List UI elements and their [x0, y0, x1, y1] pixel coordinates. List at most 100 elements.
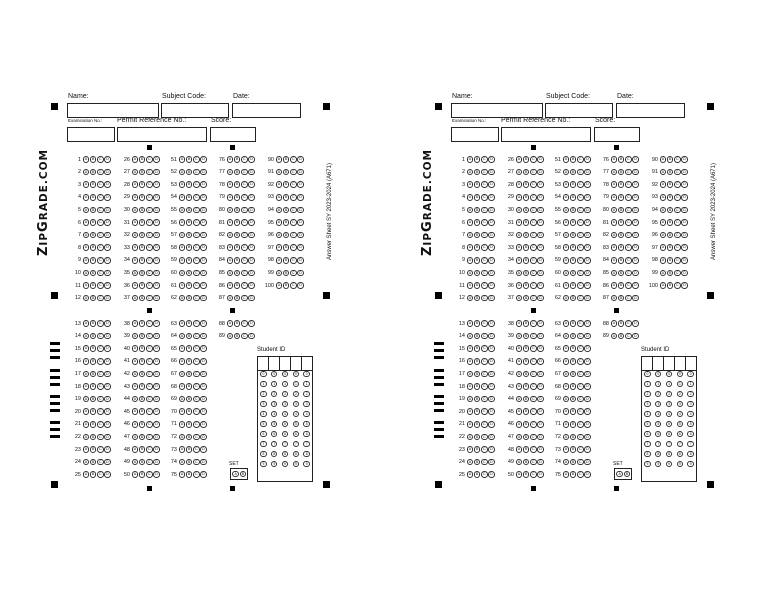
examination-no-field[interactable] — [67, 127, 115, 142]
answer-bubble[interactable]: A — [610, 231, 618, 239]
answer-bubble[interactable]: A — [178, 370, 186, 378]
answer-bubble[interactable]: D — [537, 383, 544, 390]
answer-bubble[interactable]: A — [82, 294, 90, 302]
answer-bubble[interactable]: C — [576, 282, 584, 289]
answer-bubble[interactable]: B — [522, 332, 530, 340]
answer-bubble[interactable]: B — [522, 446, 530, 453]
answer-bubble[interactable]: A — [515, 168, 523, 176]
answer-bubble[interactable]: C — [96, 345, 104, 352]
answer-bubble[interactable]: B — [233, 181, 241, 188]
student-id-bubble[interactable]: 8 — [655, 450, 662, 458]
student-id-bubble[interactable]: 8 — [303, 450, 310, 458]
student-id-bubble[interactable]: 9 — [271, 460, 278, 468]
answer-bubble[interactable]: B — [138, 345, 146, 352]
student-id-bubble[interactable]: 0 — [655, 371, 662, 378]
student-id-bubble[interactable]: 4 — [271, 410, 278, 418]
answer-bubble[interactable]: D — [537, 458, 544, 466]
answer-bubble[interactable]: A — [226, 294, 234, 302]
answer-bubble[interactable]: D — [200, 181, 207, 188]
student-id-digit-box[interactable] — [291, 357, 302, 370]
answer-bubble[interactable]: B — [185, 383, 193, 390]
answer-bubble[interactable]: B — [233, 257, 241, 264]
student-id-bubble[interactable]: 9 — [281, 460, 289, 468]
answer-bubble[interactable]: B — [138, 408, 146, 415]
answer-bubble[interactable]: C — [192, 194, 200, 201]
answer-bubble[interactable]: A — [131, 358, 139, 365]
answer-bubble[interactable]: B — [473, 370, 481, 378]
answer-bubble[interactable]: A — [131, 168, 139, 176]
answer-bubble[interactable]: A — [562, 257, 570, 264]
answer-bubble[interactable]: A — [178, 408, 186, 415]
student-id-bubble[interactable]: 5 — [303, 420, 310, 428]
answer-bubble[interactable]: D — [200, 358, 207, 365]
answer-bubble[interactable]: C — [289, 282, 297, 289]
answer-bubble[interactable]: B — [282, 168, 290, 176]
answer-bubble[interactable]: C — [145, 294, 153, 302]
answer-bubble[interactable]: C — [576, 156, 584, 163]
answer-bubble[interactable]: A — [82, 421, 90, 428]
answer-bubble[interactable]: D — [537, 282, 544, 289]
answer-bubble[interactable]: D — [488, 383, 495, 390]
answer-bubble[interactable]: C — [673, 206, 681, 214]
examination-no-field[interactable] — [451, 127, 499, 142]
answer-bubble[interactable]: B — [89, 257, 97, 264]
answer-bubble[interactable]: C — [289, 231, 297, 239]
answer-bubble[interactable]: A — [466, 282, 474, 289]
answer-bubble[interactable]: C — [192, 332, 200, 340]
answer-bubble[interactable]: D — [104, 282, 111, 289]
answer-bubble[interactable]: D — [297, 231, 304, 239]
answer-bubble[interactable]: C — [240, 294, 248, 302]
answer-bubble[interactable]: A — [659, 194, 667, 201]
answer-bubble[interactable]: B — [522, 433, 530, 441]
answer-bubble[interactable]: C — [96, 320, 104, 327]
student-id-bubble[interactable]: 1 — [292, 380, 300, 388]
answer-bubble[interactable]: A — [226, 320, 234, 327]
subject-code-field[interactable] — [545, 103, 613, 118]
student-id-bubble[interactable]: 9 — [676, 460, 684, 468]
student-id-bubble[interactable]: 9 — [655, 460, 662, 468]
answer-bubble[interactable]: B — [185, 194, 193, 201]
answer-bubble[interactable]: B — [233, 206, 241, 214]
answer-bubble[interactable]: B — [138, 358, 146, 365]
answer-bubble[interactable]: D — [104, 358, 111, 365]
answer-bubble[interactable]: C — [96, 219, 104, 226]
answer-bubble[interactable]: C — [480, 206, 488, 214]
answer-bubble[interactable]: A — [659, 168, 667, 176]
date-field[interactable] — [232, 103, 301, 118]
answer-bubble[interactable]: A — [562, 244, 570, 251]
answer-bubble[interactable]: B — [138, 370, 146, 378]
answer-bubble[interactable]: B — [569, 320, 577, 327]
answer-bubble[interactable]: D — [104, 181, 111, 188]
answer-bubble[interactable]: B — [89, 358, 97, 365]
answer-bubble[interactable]: B — [666, 231, 674, 239]
answer-bubble[interactable]: D — [104, 471, 111, 478]
answer-bubble[interactable]: D — [297, 257, 304, 264]
answer-bubble[interactable]: C — [96, 408, 104, 415]
answer-bubble[interactable]: D — [153, 408, 160, 415]
answer-bubble[interactable]: C — [192, 156, 200, 163]
answer-bubble[interactable]: B — [138, 433, 146, 441]
answer-bubble[interactable]: D — [153, 294, 160, 302]
answer-bubble[interactable]: B — [185, 446, 193, 453]
answer-bubble[interactable]: D — [584, 206, 591, 214]
answer-bubble[interactable]: B — [138, 269, 146, 277]
answer-bubble[interactable]: B — [138, 181, 146, 188]
answer-bubble[interactable]: C — [289, 219, 297, 226]
answer-bubble[interactable]: B — [617, 219, 625, 226]
answer-bubble[interactable]: D — [632, 332, 639, 340]
answer-bubble[interactable]: D — [488, 408, 495, 415]
answer-bubble[interactable]: B — [522, 282, 530, 289]
answer-bubble[interactable]: B — [522, 168, 530, 176]
answer-bubble[interactable]: C — [529, 332, 537, 340]
answer-bubble[interactable]: C — [192, 433, 200, 441]
answer-bubble[interactable]: A — [131, 332, 139, 340]
student-id-digit-box[interactable] — [675, 357, 686, 370]
student-id-bubble[interactable]: 0 — [303, 371, 310, 378]
answer-bubble[interactable]: C — [240, 181, 248, 188]
answer-bubble[interactable]: A — [178, 168, 186, 176]
answer-bubble[interactable]: D — [584, 257, 591, 264]
answer-bubble[interactable]: C — [576, 294, 584, 302]
answer-bubble[interactable]: D — [297, 168, 304, 176]
answer-bubble[interactable]: C — [145, 181, 153, 188]
answer-bubble[interactable]: A — [515, 231, 523, 239]
